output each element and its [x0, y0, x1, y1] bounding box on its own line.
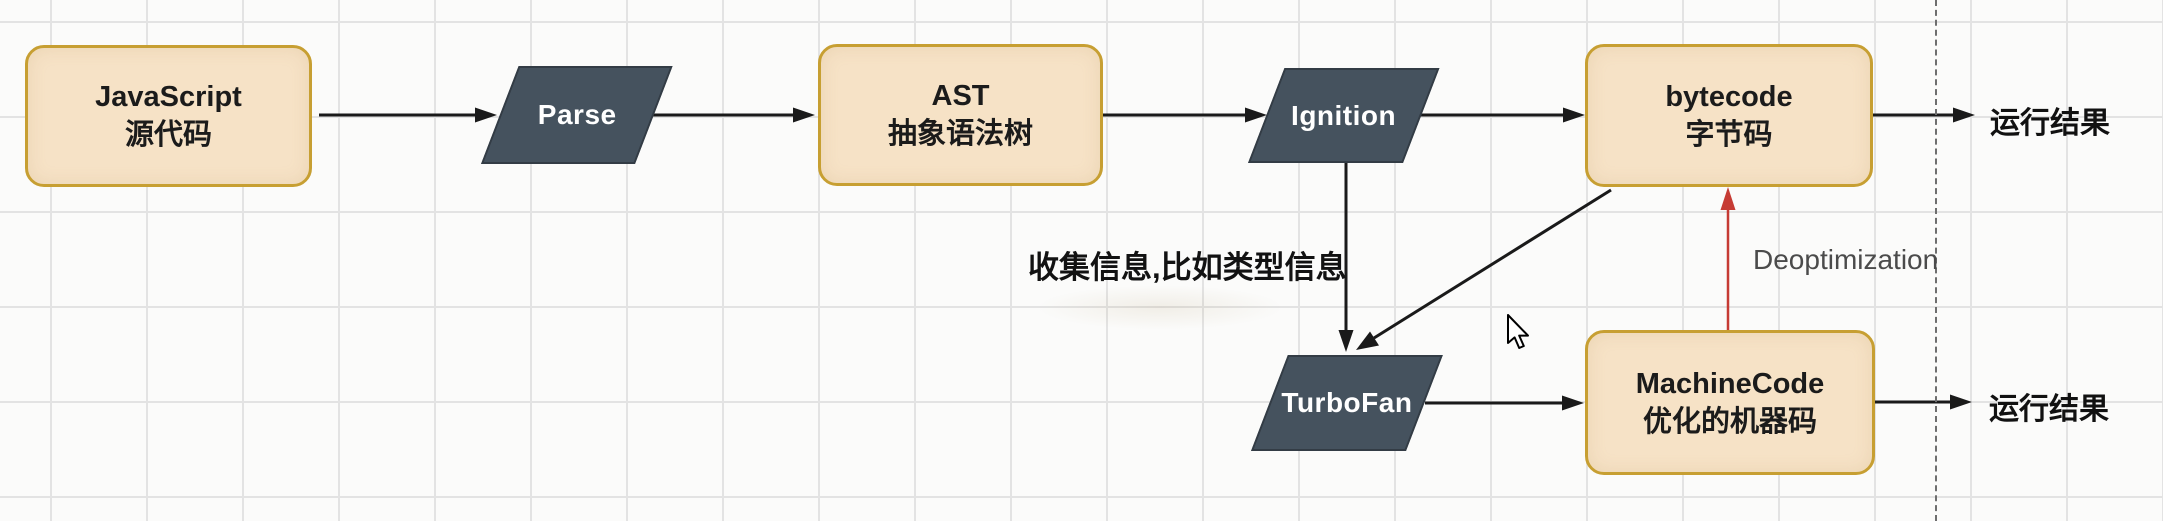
- node-ast-line1: AST: [931, 80, 990, 112]
- node-ignition-label: Ignition: [1291, 99, 1397, 131]
- dashed-separator-line: [1935, 0, 1937, 521]
- node-javascript-source: JavaScript 源代码: [25, 45, 312, 187]
- node-parse-label: Parse: [537, 99, 617, 130]
- arrowhead-ignition-to-bytecode: [1563, 107, 1585, 123]
- node-javascript-source-line1: JavaScript: [95, 81, 242, 113]
- video-artifact-smudge: [1035, 285, 1285, 330]
- arrowhead-bytecode-to-turbofan: [1356, 331, 1379, 350]
- label-run-result-top: 运行结果: [1990, 107, 2110, 140]
- label-run-result-bottom: 运行结果: [1989, 393, 2109, 426]
- node-machinecode-line1: MachineCode: [1635, 367, 1825, 400]
- arrowhead-ignition-to-turbofan: [1338, 330, 1354, 352]
- arrowhead-js-to-parse: [475, 107, 497, 123]
- node-ast-line2: 抽象语法树: [887, 118, 1033, 150]
- arrowhead-turbofan-to-machinecode: [1562, 395, 1584, 411]
- annotation-deoptimization: Deoptimization: [1753, 244, 1939, 275]
- node-bytecode-line1: bytecode: [1665, 80, 1793, 113]
- arrowhead-parse-to-ast: [793, 107, 815, 123]
- arrowhead-bytecode-to-result: [1953, 107, 1975, 123]
- arrow-bytecode-to-turbofan: [1373, 188, 1612, 340]
- node-bytecode: bytecode 字节码: [1585, 44, 1873, 187]
- node-javascript-source-line2: 源代码: [124, 119, 212, 151]
- arrow-pointer-icon: [1507, 314, 1529, 349]
- arrowhead-ast-to-ignition: [1245, 107, 1267, 123]
- arrowhead-deoptimization: [1720, 187, 1736, 210]
- node-ast: AST 抽象语法树: [818, 44, 1103, 186]
- node-bytecode-line2: 字节码: [1685, 118, 1773, 151]
- annotation-collect-info: 收集信息,比如类型信息: [1028, 250, 1347, 285]
- node-turbofan-label: TurboFan: [1281, 387, 1413, 418]
- arrowhead-machinecode-to-result: [1950, 394, 1972, 410]
- node-machinecode-line2: 优化的机器码: [1642, 405, 1817, 438]
- node-machinecode: MachineCode 优化的机器码: [1585, 330, 1875, 475]
